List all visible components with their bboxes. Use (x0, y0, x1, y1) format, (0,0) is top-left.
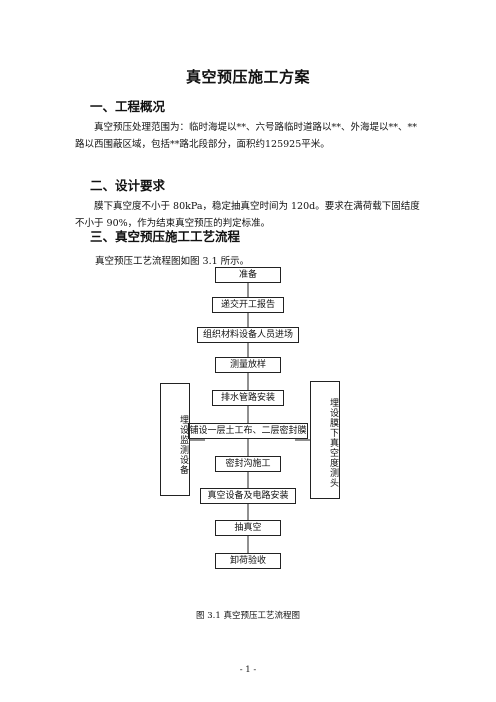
flow-step-seal-trench: 密封沟施工 (215, 456, 281, 472)
section-2-heading: 二、设计要求 (90, 178, 166, 193)
section-3-heading: 三、真空预压施工工艺流程 (90, 229, 241, 244)
flow-step-start-report: 递交开工报告 (212, 297, 284, 313)
flow-step-survey: 测量放样 (215, 357, 281, 373)
flow-step-mobilize: 组织材料设备人员进场 (197, 327, 299, 343)
flow-step-vacuum-equipment: 真空设备及电路安装 (200, 488, 296, 504)
section-3-intro: 真空预压工艺流程图如图 3.1 所示。 (95, 256, 250, 267)
flow-step-drainage-pipe: 排水管路安装 (212, 390, 284, 406)
flow-side-vacuum-probe: 埋设膜下真空度测头 (310, 381, 340, 499)
flow-step-prepare: 准备 (215, 267, 281, 283)
document-title: 真空预压施工方案 (185, 68, 310, 86)
section-2-text: 膜下真空度不小于 80kPa，稳定抽真空时间为 120d。要求在满荷载下固结度不… (75, 201, 420, 229)
page-number: - 1 - (239, 665, 257, 675)
flow-step-pump-vacuum: 抽真空 (215, 520, 281, 536)
flow-step-unload-acceptance: 卸荷验收 (215, 553, 281, 569)
flow-side-monitoring: 埋设监测设备 (160, 383, 190, 496)
flow-step-membrane: 铺设一层土工布、二层密封膜 (188, 423, 308, 439)
figure-caption: 图 3.1 真空预压工艺流程图 (196, 611, 300, 621)
section-1-heading: 一、工程概况 (90, 99, 166, 114)
section-1-text: 真空预压处理范围为：临时海堤以**、六号路临时道路以**、外海堤以**、**路以… (75, 122, 418, 150)
